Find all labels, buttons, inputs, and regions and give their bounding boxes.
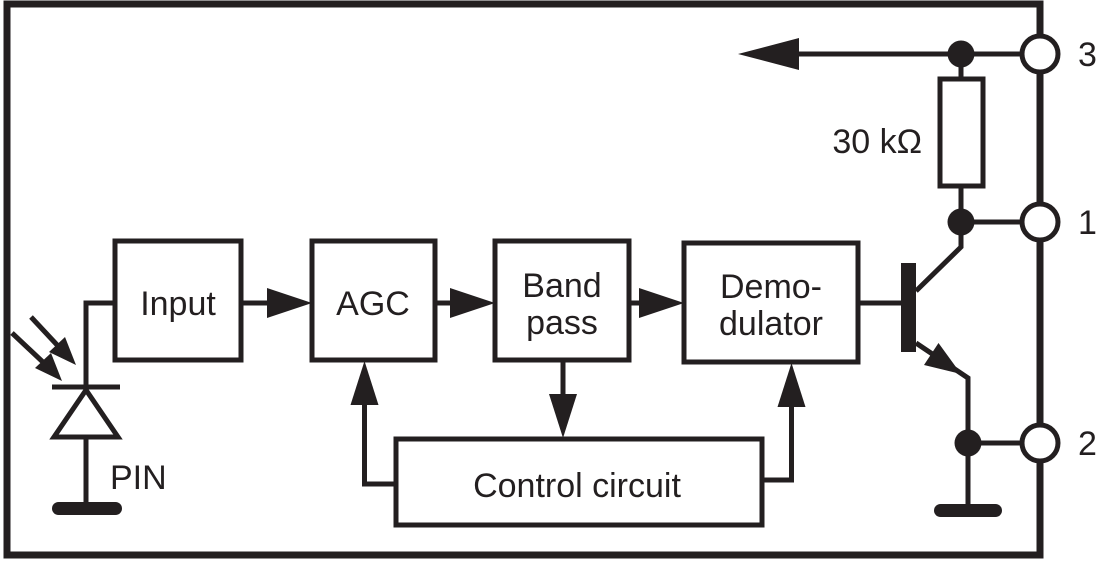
light-ray-arrowhead-2-icon <box>35 353 62 381</box>
pin-1-label: 1 <box>1078 204 1097 242</box>
arrowhead-bandpass-demodulator-icon <box>639 288 684 318</box>
module-outline <box>3 0 1044 559</box>
transistor-base-bar-icon <box>901 263 916 352</box>
block-input-label: Input <box>140 285 216 323</box>
pin-3-label: 3 <box>1078 36 1097 74</box>
block-bandpass-label-line2: pass <box>526 304 598 342</box>
arrowhead-output-icon <box>738 38 799 70</box>
block-demodulator-label-line2: dulator <box>719 305 823 343</box>
wire-control-to-demodulator <box>762 405 794 483</box>
pin-terminal-1 <box>1019 201 1061 243</box>
junction-dot-pin3 <box>947 40 975 68</box>
arrowhead-control-demodulator-icon <box>777 363 806 407</box>
pin-terminal-3 <box>1019 33 1061 75</box>
block-input <box>112 238 244 363</box>
resistor-value-label: 30 kΩ <box>832 123 922 161</box>
photodiode-triangle-icon <box>49 385 123 440</box>
arrowhead-control-agc-icon <box>350 361 379 405</box>
block-demodulator-label-line1: Demo- <box>720 268 822 306</box>
pin-terminal-2 <box>1019 422 1061 464</box>
photodiode-label: PIN <box>110 459 167 497</box>
ground-emitter-icon <box>934 504 1002 517</box>
light-ray-arrowhead-1-icon <box>49 337 76 365</box>
wire-photodiode-to-input <box>83 300 115 387</box>
block-agc <box>309 238 438 363</box>
light-ray-line-1 <box>29 315 61 349</box>
block-agc-label: AGC <box>336 285 410 323</box>
block-bandpass-label-line1: Band <box>522 267 601 305</box>
light-ray-line-2 <box>10 331 47 366</box>
junction-dot-pin2 <box>954 429 982 457</box>
ground-photodiode-icon <box>52 502 122 515</box>
pin-2-label: 2 <box>1078 425 1097 463</box>
arrowhead-bandpass-control-icon <box>549 394 577 438</box>
block-demodulator <box>681 240 861 365</box>
block-control-label: Control circuit <box>473 467 681 505</box>
block-control-circuit <box>393 436 765 528</box>
wire-control-to-agc <box>362 403 396 487</box>
junction-dot-pin1 <box>947 208 975 236</box>
block-bandpass <box>492 238 632 363</box>
arrowhead-agc-bandpass-icon <box>450 288 495 318</box>
resistor-body <box>937 76 986 189</box>
arrowhead-input-agc-icon <box>267 288 312 318</box>
arrowhead-emitter-icon <box>924 343 961 374</box>
